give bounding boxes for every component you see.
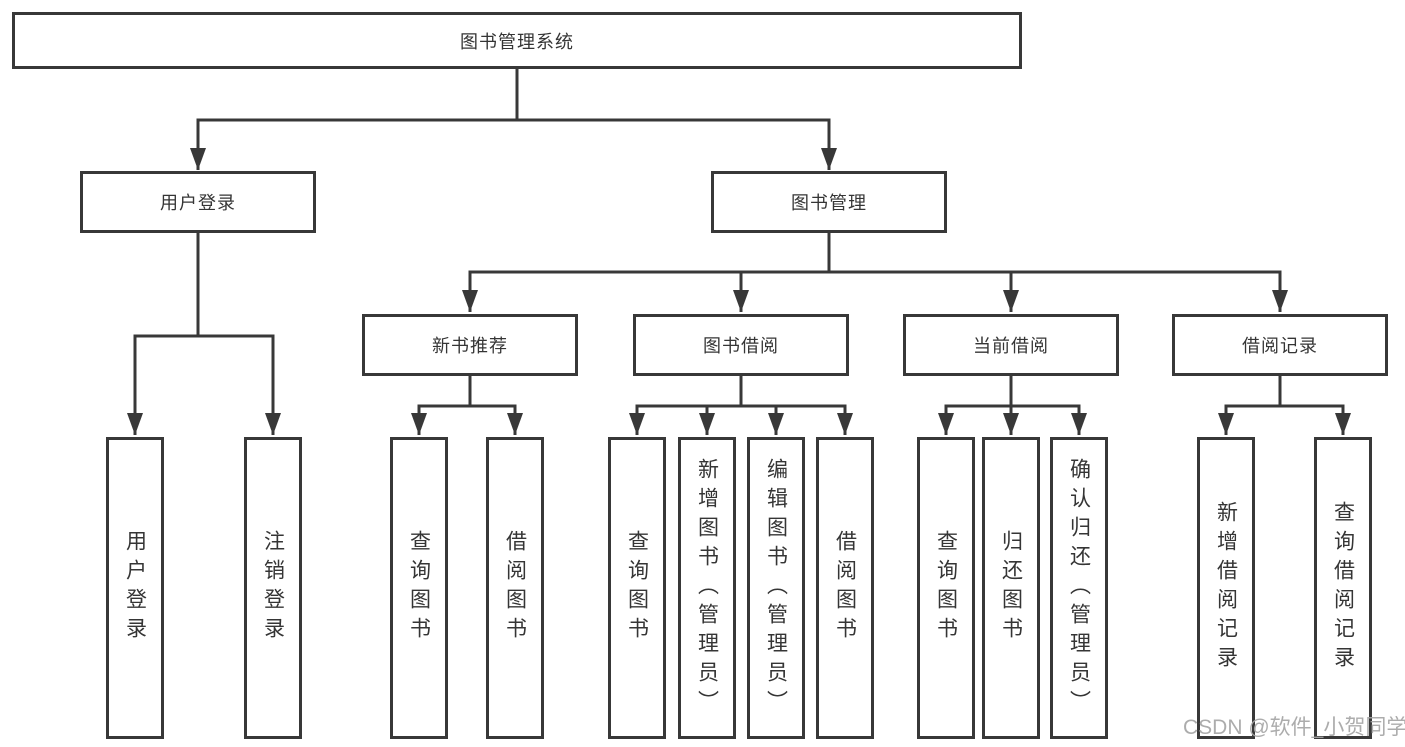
node-new-book-recommend: 新书推荐 <box>362 314 578 376</box>
leaf-query-borrow-record: 查询借阅记录 <box>1314 437 1372 739</box>
leaf-edit-books-admin: 编辑图书（管理员） <box>747 437 805 739</box>
node-root-label: 图书管理系统 <box>460 31 574 52</box>
node-new-book-recommend-label: 新书推荐 <box>432 336 508 356</box>
leaf-logout: 注销登录 <box>244 437 302 739</box>
leaf-logout-label: 注销登录 <box>261 530 285 646</box>
tree-branches <box>127 68 1351 435</box>
node-borrowing-records: 借阅记录 <box>1172 314 1388 376</box>
leaf-confirm-return-admin: 确认归还（管理员） <box>1050 437 1108 739</box>
node-current-borrowing: 当前借阅 <box>903 314 1119 376</box>
branch-current-to-query <box>938 376 1013 435</box>
node-book-management: 图书管理 <box>711 171 947 233</box>
node-borrowing-records-label: 借阅记录 <box>1242 336 1318 356</box>
node-book-management-label: 图书管理 <box>791 193 867 213</box>
branch-root-to-user-login <box>190 68 519 170</box>
node-current-borrowing-label: 当前借阅 <box>973 336 1049 356</box>
leaf-add-borrow-record-label: 新增借阅记录 <box>1214 501 1238 675</box>
branch-records-to-add <box>1218 376 1282 435</box>
branch-borrow-to-borrowbook <box>739 376 853 435</box>
branch-root-to-book-mgmt <box>515 68 837 170</box>
leaf-borrow-books: 借阅图书 <box>816 437 874 739</box>
leaf-borrow-books-label: 借阅图书 <box>833 530 857 646</box>
node-user-login: 用户登录 <box>80 171 316 233</box>
branch-records-to-query <box>1278 376 1351 435</box>
branch-userlogin-to-logout <box>196 233 281 435</box>
leaf-newbook-borrow-books: 借阅图书 <box>486 437 544 739</box>
leaf-user-login: 用户登录 <box>106 437 164 739</box>
leaf-return-books-label: 归还图书 <box>999 530 1023 646</box>
node-book-borrowing: 图书借阅 <box>633 314 849 376</box>
branch-bookmgmt-to-records <box>827 233 1288 312</box>
branch-bookmgmt-to-borrow <box>733 233 831 312</box>
branch-newbook-to-query <box>411 376 472 435</box>
leaf-borrow-query-books: 查询图书 <box>608 437 666 739</box>
leaf-newbook-query-books-label: 查询图书 <box>407 530 431 646</box>
branch-userlogin-to-login <box>127 233 200 435</box>
leaf-confirm-return-admin-label: 确认归还（管理员） <box>1067 457 1091 719</box>
leaf-newbook-borrow-books-label: 借阅图书 <box>503 530 527 646</box>
leaf-newbook-query-books: 查询图书 <box>390 437 448 739</box>
branch-borrow-to-add <box>699 376 743 435</box>
leaf-return-books: 归还图书 <box>982 437 1040 739</box>
leaf-borrow-query-books-label: 查询图书 <box>625 530 649 646</box>
leaf-edit-books-admin-label: 编辑图书（管理员） <box>764 457 788 719</box>
branch-newbook-to-borrowbook <box>468 376 523 435</box>
leaf-query-borrow-record-label: 查询借阅记录 <box>1331 501 1355 675</box>
node-user-login-label: 用户登录 <box>160 193 236 213</box>
node-book-borrowing-label: 图书借阅 <box>703 336 779 356</box>
leaf-add-borrow-record: 新增借阅记录 <box>1197 437 1255 739</box>
leaf-user-login-label: 用户登录 <box>123 530 147 646</box>
branch-current-to-confirm <box>1009 376 1087 435</box>
leaf-current-query-books: 查询图书 <box>917 437 975 739</box>
csdn-watermark: CSDN @软件_小贺同学 <box>1183 716 1405 739</box>
node-root: 图书管理系统 <box>12 12 1022 69</box>
leaf-add-books-admin-label: 新增图书（管理员） <box>695 457 719 719</box>
leaf-add-books-admin: 新增图书（管理员） <box>678 437 736 739</box>
leaf-current-query-books-label: 查询图书 <box>934 530 958 646</box>
